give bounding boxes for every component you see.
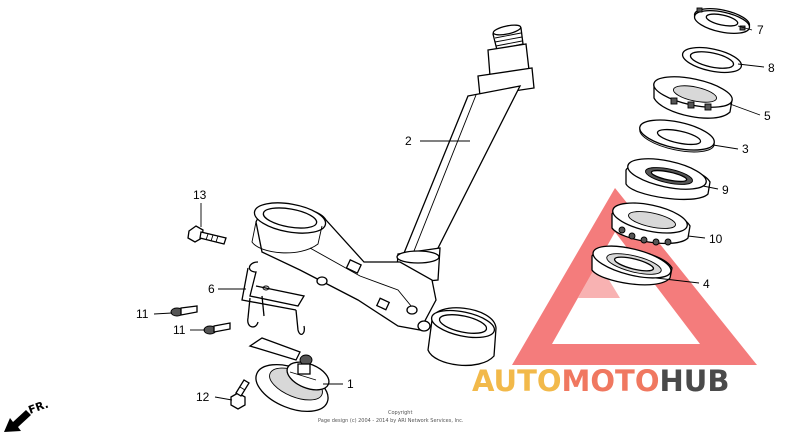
callout-leader-lines	[153, 25, 765, 401]
screw-11-lower-part[interactable]	[203, 322, 231, 335]
watermark-moto-text: MOTO	[562, 364, 660, 398]
direction-label: FR.	[27, 398, 51, 417]
callout-13: 13	[193, 188, 207, 202]
arrow-down-left-icon	[4, 410, 31, 432]
callout-4: 4	[703, 277, 710, 291]
callout-8: 8	[768, 61, 775, 75]
svg-text:AUTOMOTOHUB: AUTOMOTOHUB	[472, 364, 729, 398]
bolt-13-part[interactable]	[187, 225, 227, 245]
copyright-line-2: Page design (c) 2004 - 2014 by ARI Netwo…	[318, 418, 464, 424]
front-direction-indicator: FR.	[4, 398, 50, 432]
callout-6: 6	[208, 282, 215, 296]
callout-3: 3	[742, 142, 749, 156]
watermark-auto-text: AUTO	[472, 364, 562, 398]
copyright-notice: Copyright Page design (c) 2004 - 2014 by…	[318, 410, 464, 424]
callout-12: 12	[196, 390, 210, 404]
lock-nut-part[interactable]	[693, 4, 752, 37]
callout-2: 2	[405, 134, 412, 148]
callout-11-lower: 11	[173, 323, 186, 337]
adjusting-nut-part[interactable]	[651, 71, 735, 119]
steering-stem-part[interactable]	[395, 23, 535, 285]
callout-11-upper: 11	[136, 307, 149, 321]
horn-part[interactable]	[248, 337, 334, 421]
callout-7: 7	[757, 23, 764, 37]
fork-bridge-part[interactable]	[251, 198, 497, 367]
callout-5: 5	[764, 109, 771, 123]
callout-9: 9	[722, 183, 729, 197]
screw-11-upper-part[interactable]	[170, 305, 198, 317]
lock-washer-part[interactable]	[680, 43, 743, 77]
callout-labels: 7 8 5 3 9 10 4 2 6 13 11 11 12 1	[136, 23, 775, 404]
steering-bearing-part[interactable]	[610, 197, 691, 246]
bearing-race-upper-part[interactable]	[625, 153, 711, 201]
dust-seal-part[interactable]	[637, 114, 717, 157]
copyright-line-1: Copyright	[388, 410, 412, 416]
wire-bracket-part[interactable]	[241, 261, 306, 336]
watermark-logo: AUTOMOTOHUB	[472, 364, 729, 398]
watermark-hub-text: HUB	[660, 364, 730, 398]
bearing-race-lower-part[interactable]	[590, 240, 674, 286]
bolt-12-part[interactable]	[230, 379, 250, 410]
callout-1: 1	[347, 377, 354, 391]
watermark-triangle-icon	[512, 188, 757, 365]
callout-10: 10	[709, 232, 723, 246]
